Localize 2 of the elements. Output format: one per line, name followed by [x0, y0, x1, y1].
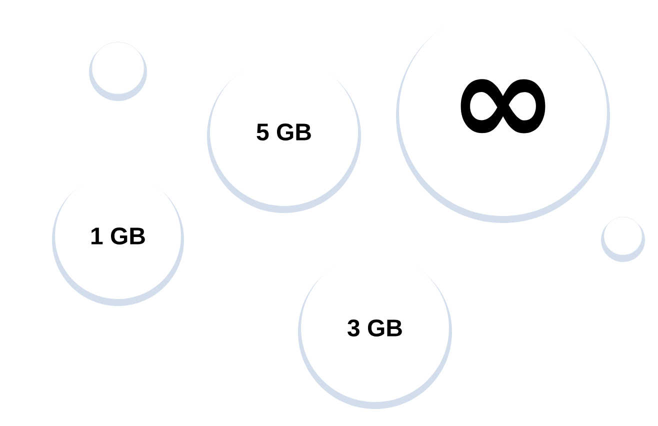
- bubble-circle: [601, 216, 645, 262]
- bubble-circle: [89, 42, 147, 101]
